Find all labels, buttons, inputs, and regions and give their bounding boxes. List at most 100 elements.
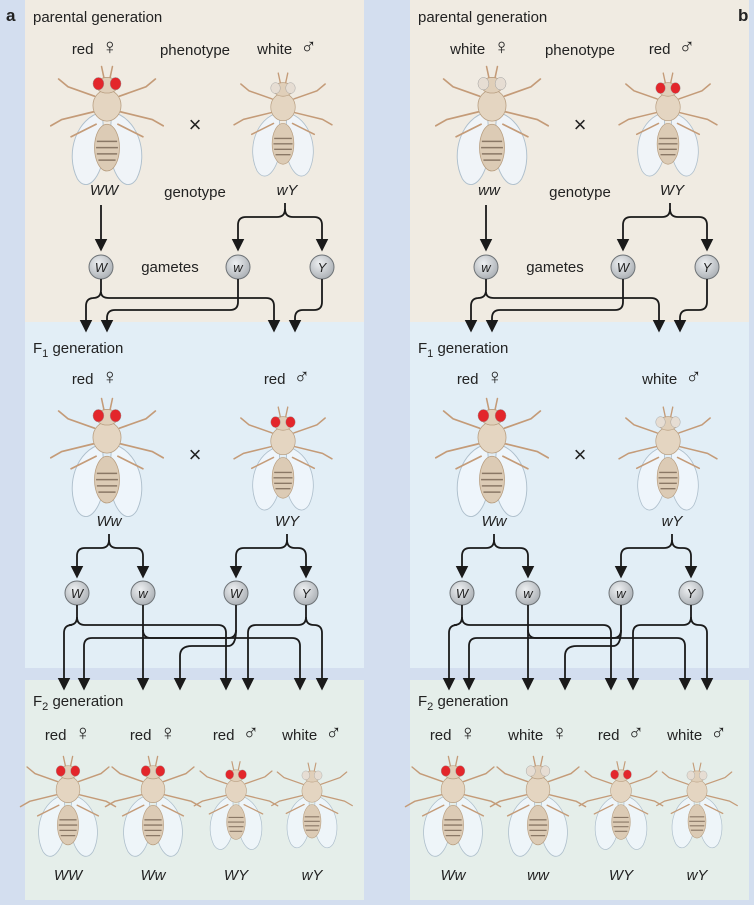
panel-a-f2-offspring-1-fly-legs [19,766,117,817]
panel-a-parental-female-fly-stripes [96,140,118,161]
panel-b-parental-male-fly [618,72,718,177]
panel-b-parental-male-fly-left-eye [655,82,666,94]
panel-a-f2-offspring-1-genotype-allele-1: W [54,867,70,884]
panel-b-f2-offspring-2-fly-left-eye [525,765,536,777]
panel-a-parental-male-fly-legs [233,83,333,136]
panel-b-f2-cross-8 [690,616,708,634]
panel-a-f2-offspring-4-genotype: wY [302,867,324,884]
panel-a-f2-offspring-4-genotype-allele-2: Y [312,867,323,884]
panel-b-f2-offspring-1-fly [404,755,502,857]
panel-b-f2-offspring-3-phenotype-color: red [598,727,624,744]
panel-b-f2-offspring-3-fly-antennae [616,761,626,771]
panel-b-f2-offspring-2-fly-antennae [532,755,544,767]
panel-b-parental-female-phenotype-sex: ♀ [493,34,510,59]
panel-b-genotype-label: genotype [549,184,611,201]
panel-a-f1-gamete-3-allele: W [230,586,244,601]
panel-b-f2-offspring-1-genotype-allele-1: W [440,867,456,884]
panel-a-f2-offspring-3-fly-antennae [231,761,241,771]
panel-a-f1-gamete-1-allele: W [71,586,85,601]
panel-b-f2-offspring-3-fly-thorax [610,778,632,803]
panel-b-f1-male-phenotype-color: white [641,371,681,388]
panel-b-f2-offspring-2-phenotype: white ♀ [507,720,568,745]
panel-a-f1-female-fly-left-eye [92,409,105,423]
panel-b-f2-title-letter: F [418,693,427,710]
panel-b-f2-offspring-2-genotype-allele-2: w [538,867,550,884]
panel-b-f1-gamete-4-allele: Y [687,586,697,601]
panel-a-f2-offspring-3-genotype-allele-2: Y [238,867,249,884]
panel-a-f1-male-fly-legs [233,417,333,470]
panel-a-f2-offspring-1-fly-antennae [62,755,74,767]
panel-b-parental-female-fly-right-eye [494,77,507,91]
panel-a-f1-male-genotype-allele-2: Y [289,513,300,530]
panel-b-f1-male-fly-right-eye [670,416,681,428]
panel-a-f1-female-fork-right [108,539,144,557]
panel-a-parental-male-phenotype: white ♂ [256,34,317,59]
panel-b-f2-offspring-4-phenotype-color: white [666,727,706,744]
panel-b-f2-offspring-4-genotype: wY [687,867,709,884]
panel-b-f2-offspring-4-genotype-allele-1: w [687,867,699,884]
panel-a-parental-female-phenotype: red ♀ [72,34,118,59]
panel-a-f2-offspring-1-genotype-allele-2: W [68,867,84,884]
panel-a-f1-male-genotype: WY [275,513,300,530]
panel-a-parental-female-fly-right-eye [109,77,122,91]
panel-a-f1-female-fly [49,397,165,517]
panel-b-f2-offspring-2-genotype: ww [527,867,550,884]
panel-b-f2-offspring-4-phenotype: white ♂ [666,720,727,745]
panel-a-parental-female-phenotype-sex: ♀ [102,34,119,59]
panel-b-f2-offspring-1-fly-stripes [443,819,463,837]
panel-a-f2-offspring-1-fly-thorax [55,775,81,803]
panel-b-parental-male-phenotype-color: red [649,41,675,58]
panel-b-parental-male-genotype: WY [660,182,685,199]
panel-b-parental-female-fly-antennae [485,65,499,79]
panel-b-f2-title: F2 generation [418,693,508,713]
panel-b-f2-offspring-3-genotype-allele-1: W [609,867,625,884]
panel-b-f2-cross-6a [577,629,622,647]
panel-b-parental-female-fly-left-eye [477,77,490,91]
panel-b-f2-offspring-2-fly-stripes [528,819,548,837]
panel-a-parental-female-genotype-allele-2: W [104,182,120,199]
panel-b-f2-title-rest: generation [433,693,508,710]
panel-a-f1-female-fly-antennae [100,397,114,411]
panel-a-f2-offspring-4-fly-thorax [301,779,323,803]
panel-a-f2-title-rest: generation [48,693,123,710]
panel-b-parental-female-genotype: ww [478,182,501,199]
panel-b-f1-female-fly-left-eye [477,409,490,423]
panel-b-f1-male-fly-thorax [655,427,681,456]
panel-b-parental-gamete-2-allele: W [617,260,631,275]
panel-a-f2-title-sub: 2 [42,701,48,713]
panel-a-f2-offspring-1-phenotype: red ♀ [45,720,91,745]
panel-a-f2-offspring-2-fly-legs [104,766,202,817]
panel-b-f1-gamete-2-allele: w [523,586,534,601]
panel-letter-b: b [738,6,749,25]
panel-b-f2-offspring-4-fly-stripes [689,816,705,831]
panel-a-f2-offspring-1-genotype: WW [54,867,84,884]
panel-a-parental-gamete-1-allele: W [95,260,109,275]
panel-letter-a: a [6,6,16,25]
panel-b-f1-gamete-3-allele: w [616,586,627,601]
panel-a-parental-male-genotype-allele-1: w [277,182,289,199]
panel-b-f2-offspring-1-fly-legs [404,766,502,817]
panel-a-parental-male-fly-stripes [273,137,293,156]
panel-b-parental-male-phenotype-sex: ♂ [679,34,696,59]
panel-b-f1-male-fly-left-eye [655,416,666,428]
panel-b-parental-male-fly-stripes [658,137,678,156]
panel-b-f2-offspring-1-genotype-allele-2: w [455,867,467,884]
panel-b-f2-offspring-4-genotype-allele-2: Y [697,867,708,884]
panel-a-f1-female-fly-right-eye [109,409,122,423]
panel-a-parental-title: parental generation [33,9,162,26]
panel-a-f1-female-fly-legs [49,410,165,470]
panel-a-f2-offspring-2-fly-left-eye [140,765,151,777]
panel-b-f2-offspring-2-fly-thorax [525,775,551,803]
panel-b-f2-offspring-1-phenotype: red ♀ [430,720,476,745]
panel-b-f2-offspring-3-phenotype: red ♂ [598,720,644,745]
panel-a-f2-cross-6b [179,645,193,657]
panel-a-parental-male-fork-right [284,208,323,226]
panel-a-parental-male-fly-antennae [277,72,289,84]
panel-b-f2-offspring-1-fly-thorax [440,775,466,803]
panel-a-f2-offspring-4-fly-legs [271,771,353,815]
panel-b-f1-female-fly-thorax [477,421,507,454]
panel-b-f1-title-letter: F [418,340,427,357]
panel-a-f2-offspring-1-fly-left-eye [55,765,66,777]
panel-b-f1-female-phenotype-sex: ♀ [487,364,504,389]
panel-a-f2-offspring-3-phenotype: red ♂ [213,720,259,745]
